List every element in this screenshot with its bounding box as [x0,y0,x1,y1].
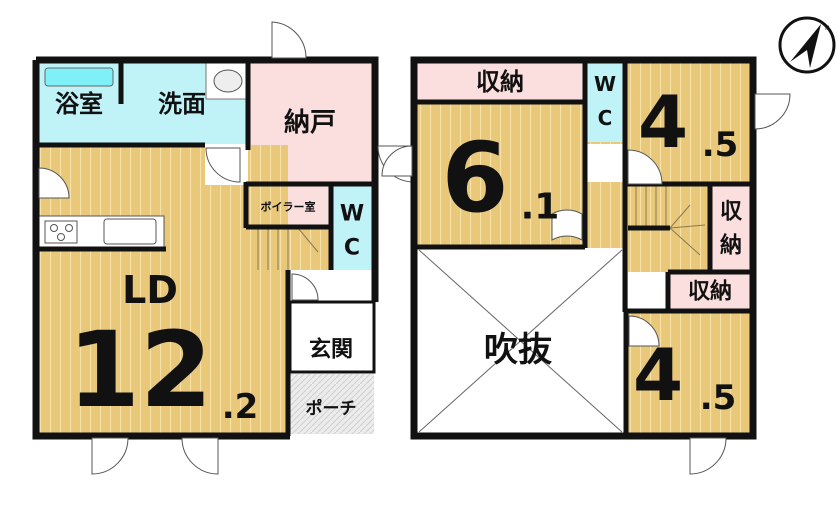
wc-1f-c: C [344,236,360,261]
staircase-1f [248,228,330,270]
ld-label: LD [122,268,178,312]
wc-1f-w: W [340,202,364,227]
storage-right-label-1: 収 [720,200,743,225]
entrance-label: 玄関 [309,337,353,363]
storage-mid-label: 収納 [688,279,732,305]
exterior-wall-1f [32,56,379,440]
porch-label: ポーチ [306,398,357,419]
room-4-5-upper-main: 4 [638,80,688,164]
ld-size-main: 12 [68,309,213,431]
door-entrance[interactable] [291,273,319,301]
stair-steps [257,227,319,270]
room-6-1-main: 6 [442,122,509,234]
ld-size-decimal: .2 [222,387,259,427]
door-balcony-upper[interactable] [754,93,791,130]
void-label: 吹抜 [484,330,552,370]
storage-right [712,186,750,272]
hall-2f-white [586,144,624,182]
door-ld-side[interactable] [38,167,70,199]
north-arrow-icon [790,24,821,68]
exterior-wall-2f [410,56,757,440]
wc-2f-c: C [598,106,613,130]
bathtub [44,67,114,87]
door-hall[interactable] [205,147,241,183]
wc-2f-w: W [594,72,616,96]
room-4-5-lower-main: 4 [633,333,683,417]
boiler-label: ボイラー室 [261,200,316,214]
door-room-4-5-upper[interactable] [627,149,663,185]
interior-walls-2f [414,60,753,436]
void-cross-lines [418,249,623,433]
door-ld-bottom-right[interactable] [181,437,219,475]
door-ld-bottom-left[interactable] [91,437,129,475]
door-room-6-1-side[interactable] [381,145,413,177]
second-floor [381,56,791,475]
storage-top [417,62,584,102]
storeroom-label: 納戸 [284,107,336,138]
door-storeroom-exterior[interactable] [271,21,307,59]
interior-walls-1f [36,60,375,436]
compass-north-label: N [825,25,830,32]
wc-2f [586,62,624,142]
compass: N [778,16,836,74]
room-4-5-lower-decimal: .5 [700,378,737,418]
bath-label: 浴室 [55,90,103,118]
kitchen-sink-icon [103,218,157,245]
door-room-4-5-lower[interactable] [628,315,660,347]
stove-icon [44,220,78,244]
sink-icon [213,69,243,93]
washroom-label: 洗面 [158,90,206,118]
door-room-6-1[interactable] [551,209,583,241]
storage-mid [670,274,750,310]
room-4-5-upper-decimal: .5 [702,125,739,165]
storage-right-label-2: 納 [720,233,742,259]
storage-top-label: 収納 [476,68,524,96]
stair-steps-2f [635,186,706,256]
porch [290,374,374,434]
room-6-1-decimal: .1 [521,187,560,228]
wc-1f [332,186,372,270]
door-balcony-lower[interactable] [689,437,727,475]
